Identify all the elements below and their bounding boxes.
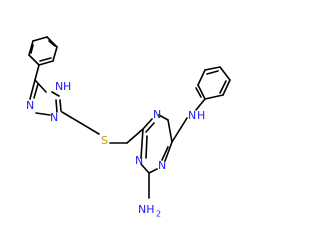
amine-subscript: 2	[156, 210, 161, 219]
canvas-background	[0, 0, 250, 250]
triazole-nh-label: N	[55, 80, 63, 93]
triazole-nh-h-label: H	[63, 80, 71, 93]
amine-label: NH	[138, 203, 155, 216]
anilino-nh-h-label: H	[197, 109, 205, 122]
triazine-n-top-label: N	[153, 108, 161, 121]
triazole-n1-label: N	[26, 99, 34, 112]
molecule-structure-diagram: N H N N S N N N N H NH 2	[0, 0, 250, 250]
triazine-n-left-label: N	[135, 154, 143, 167]
atom-labels: N H N N S N N N N H NH 2	[26, 80, 205, 219]
triazole-n2-label: N	[50, 111, 58, 124]
bonds	[28, 36, 231, 199]
anilino-nh-label: N	[188, 109, 196, 122]
triazine-n-bottom-label: N	[158, 159, 166, 172]
sulfur-label: S	[101, 134, 108, 147]
